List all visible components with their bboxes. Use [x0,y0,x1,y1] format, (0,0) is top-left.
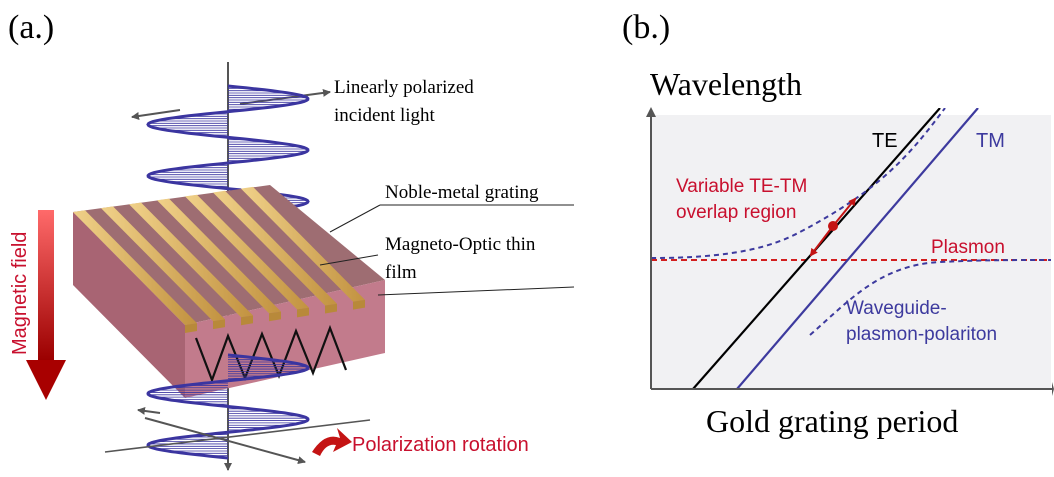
film-label-line1: Magneto-Optic thin [385,234,536,255]
magnetic-field-label: Magnetic field [9,232,31,355]
grating-strip [213,190,337,306]
bottom-arrow-diagonal [144,417,306,465]
bottom-arrow-left [137,406,161,415]
grating-strip [129,202,253,318]
grating-strip [73,210,197,325]
overlap-point [828,221,838,231]
grating-strip [185,194,309,310]
rotation-label: Polarization rotation [352,434,529,456]
wpp-label-line1: Waveguide- [846,298,947,319]
plot-area [651,115,1051,389]
panel-a: (a.) Magnetic field Polariz [8,9,575,471]
film-label-line2: film [385,262,417,283]
magnetic-field-arrow [26,210,66,400]
upper-branch-curve [651,108,946,259]
grating-strip-edge [325,303,337,314]
zigzag-waveguide-path [194,324,348,384]
overlap-label-line2: overlap region [676,202,796,223]
tm-label: TM [976,130,1005,152]
grating-strip-edge [297,307,309,318]
wpp-branch-curve [809,259,1051,336]
grating-strip [241,186,365,302]
grating-strip [101,206,225,322]
overlap-arrow-down [809,225,834,257]
film-leader [319,254,379,266]
panel-b-label: (b.) [622,9,670,46]
grating-label: Noble-metal grating [385,182,539,203]
panel-b: (b.) Wavelength TE TM Variable TE-TM ove… [622,9,1054,439]
overlap-arrow-up [832,197,857,227]
te-label: TE [872,130,898,152]
y-axis-label: Wavelength [650,66,802,102]
plasmon-label: Plasmon [931,237,1005,258]
polarization-arrow-left [131,109,181,120]
tm-line [736,108,979,389]
incident-light-line1: Linearly polarized [334,77,474,98]
grating-strip-edge [185,323,197,333]
grating-strip [157,198,281,314]
noble-metal-grating [73,186,365,333]
wave-envelope [146,353,310,460]
panel-a-label: (a.) [8,9,54,46]
x-axis-label: Gold grating period [706,403,958,439]
bottom-axis-line [104,419,371,453]
wpp-label-line2: plasmon-polariton [846,324,997,345]
transmitted-wave [146,353,310,460]
grating-leader [329,204,381,233]
incident-light-line2: incident light [334,105,436,126]
rotation-arrow-icon [312,428,352,456]
x-axis-arrow-icon [1052,382,1054,396]
grating-strip-edge [269,311,281,322]
grating-strip-edge [241,315,253,326]
grating-strip-edge [213,319,225,330]
film-leader-h [377,286,575,296]
overlap-label-line1: Variable TE-TM [676,176,807,197]
grating-strip-edge [353,299,365,310]
